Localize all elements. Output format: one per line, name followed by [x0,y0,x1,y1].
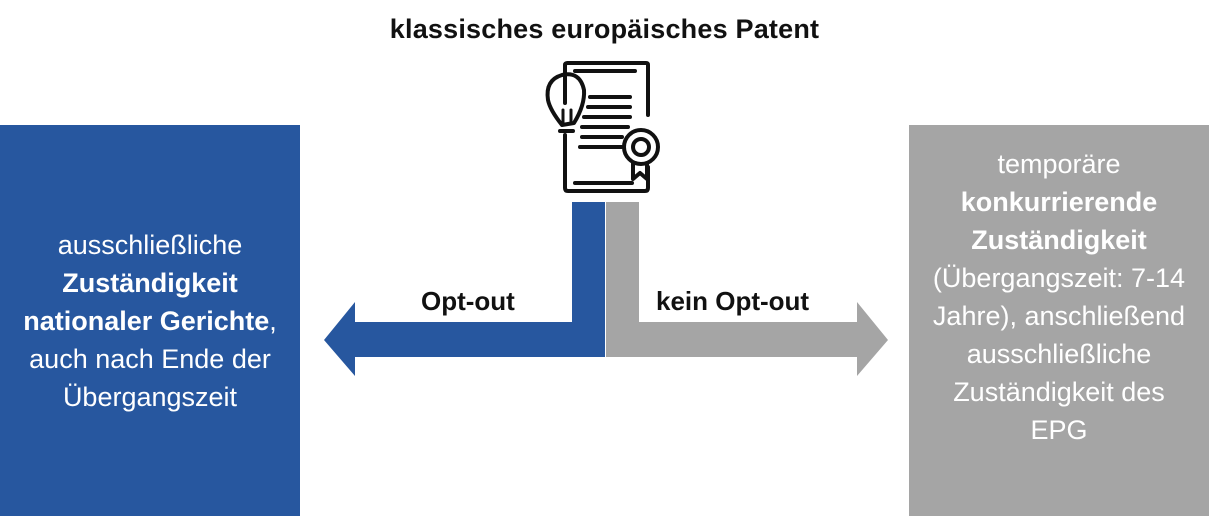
national-courts-text-segment: Zuständigkeit nationaler Gerichte [23,267,270,336]
national-courts-text-segment: ausschließliche [57,229,243,260]
upc-jurisdiction-text-segment: konkurrierende Zuständigkeit [960,187,1158,255]
upc-jurisdiction-text-segment: temporäre [997,149,1121,179]
national-courts-text: ausschließliche Zuständigkeit nationaler… [22,226,278,416]
upc-jurisdiction-box: temporäre konkurrierende Zuständigkeit (… [909,125,1209,516]
national-courts-box: ausschließliche Zuständigkeit nationaler… [0,125,300,516]
opt-out-label: Opt-out [421,286,515,316]
upc-jurisdiction-text: temporäre konkurrierende Zuständigkeit (… [931,145,1187,449]
national-courts-text-segment: , auch nach Ende der Übergangszeit [29,305,277,412]
no-opt-out-label: kein Opt-out [656,286,810,316]
no-opt-out-arrow [606,202,888,376]
diagram-title: klassisches europäisches Patent [389,14,820,44]
upc-jurisdiction-text-segment: (Übergangszeit: 7-14 Jahre), anschließen… [932,263,1186,445]
opt-out-arrow [324,202,605,376]
patent-certificate-icon [545,61,660,193]
